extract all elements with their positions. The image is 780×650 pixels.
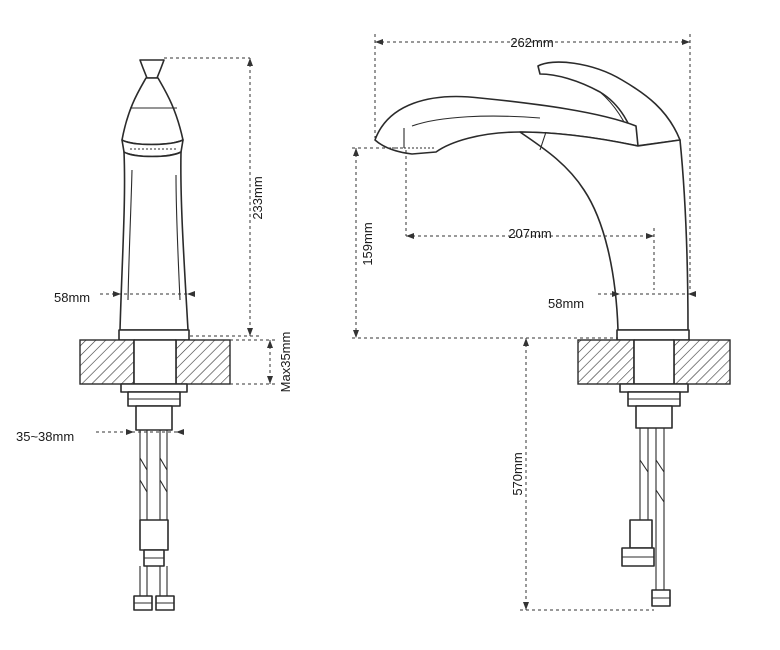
side-dim-hose-label: 570mm xyxy=(510,452,525,495)
front-dim-deck-label: Max35mm xyxy=(278,332,293,393)
front-body xyxy=(119,151,189,331)
side-hose xyxy=(639,428,665,590)
front-deck-left xyxy=(79,339,135,385)
side-deck-left xyxy=(577,339,635,385)
front-dim-hole-label: 35~38mm xyxy=(16,429,74,444)
side-view: 262mm 159mm 207mm 58mm 570mm xyxy=(352,34,731,611)
side-deck-right xyxy=(673,339,731,385)
side-dim-spout-height-label: 159mm xyxy=(360,222,375,265)
side-dim-reach-label: 207mm xyxy=(508,226,551,241)
front-base-ring xyxy=(118,329,190,341)
front-handle xyxy=(139,59,165,79)
side-connector xyxy=(629,519,653,549)
front-view: 233mm 58mm Max35mm 35~38mm xyxy=(16,57,293,611)
front-mount-nut xyxy=(120,383,188,393)
front-dim-width-label: 58mm xyxy=(54,290,90,305)
front-connector xyxy=(139,519,169,551)
side-mount-nut xyxy=(619,383,689,393)
front-deck-right xyxy=(175,339,231,385)
front-spray-head xyxy=(121,77,184,146)
side-base-ring xyxy=(616,329,690,341)
front-dim-height-label: 233mm xyxy=(250,176,265,219)
side-dim-width-label: 58mm xyxy=(548,296,584,311)
side-dim-length-label: 262mm xyxy=(510,35,553,50)
